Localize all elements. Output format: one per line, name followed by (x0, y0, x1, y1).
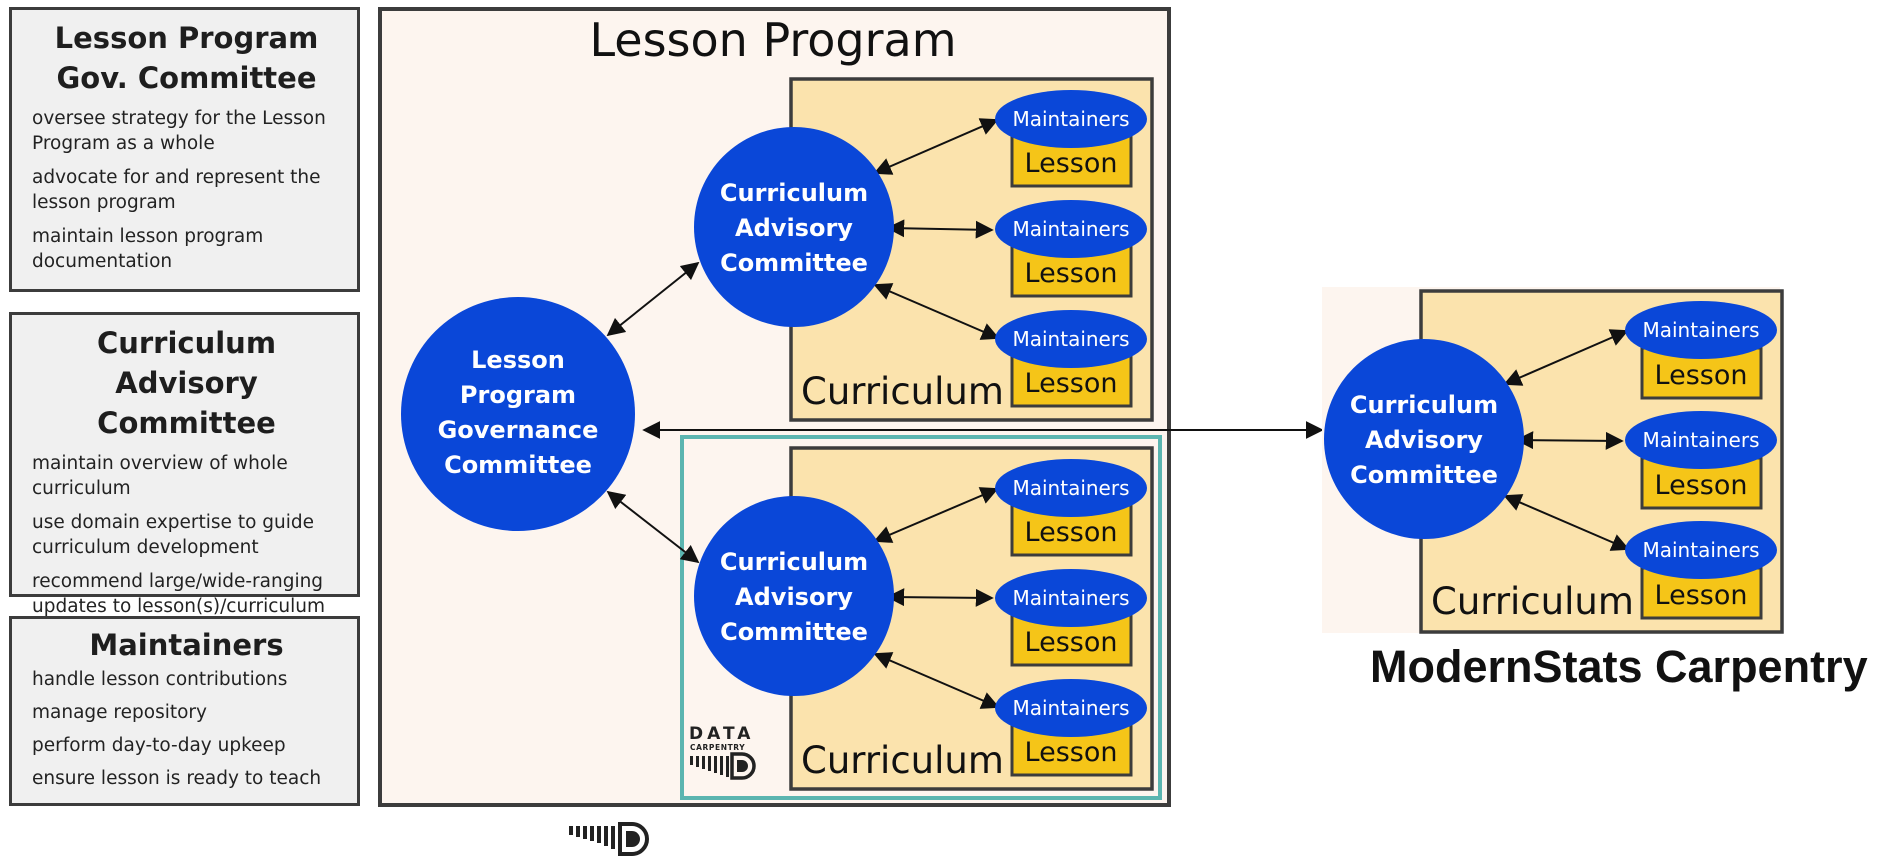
node-label-line: Curriculum (1350, 391, 1498, 419)
maintainers-label: Maintainers (1012, 107, 1129, 131)
curriculum-advisory-node: Curriculum Advisory Committee (694, 496, 894, 696)
curriculum-label: Curriculum (801, 370, 1004, 413)
maintainer-lesson-group: Lesson Maintainers (1625, 301, 1777, 400)
maintainer-lesson-group: Lesson Maintainers (995, 310, 1147, 408)
maintainers-label: Maintainers (1642, 538, 1759, 562)
node-label-line: Committee (444, 451, 592, 479)
role-title-line: Lesson Program (54, 21, 319, 55)
maintainers-label: Maintainers (1012, 217, 1129, 241)
maintainers-label: Maintainers (1012, 696, 1129, 720)
node-label-line: Governance (438, 416, 599, 444)
role-duty: maintain lesson program documentation (32, 226, 264, 272)
role-duty: recommend large/wide-ranging updates to … (32, 571, 326, 617)
maintainers-label: Maintainers (1012, 327, 1129, 351)
node-label-line: Committee (1350, 461, 1498, 489)
maintainers-label: Maintainers (1012, 476, 1129, 500)
relationship-arrows (606, 118, 1324, 709)
data-carpentry-logo-icon: DATA CARPENTRY (689, 724, 756, 780)
node-label-line: Committee (720, 618, 868, 646)
logo-text: DATA (689, 724, 754, 744)
role-duty: handle lesson contributions (32, 669, 288, 690)
role-duty: perform day-to-day upkeep (32, 735, 286, 756)
role-box-maintainers: Maintainers handle lesson contributions … (9, 616, 360, 806)
node-label-line: Committee (720, 249, 868, 277)
curriculum-label: Curriculum (1431, 580, 1634, 623)
role-title: Maintainers (89, 628, 284, 662)
node-label-line: Advisory (735, 583, 853, 611)
lesson-label: Lesson (1655, 470, 1748, 501)
role-duties-list: oversee strategy for the Lesson Program … (32, 106, 341, 274)
role-duty: ensure lesson is ready to teach (32, 768, 322, 789)
maintainers-label: Maintainers (1642, 428, 1759, 452)
lesson-label: Lesson (1025, 737, 1118, 768)
role-box-lesson-program-governance: Lesson Program Gov. Committee oversee st… (9, 7, 360, 292)
carpentries-logo-icon (569, 822, 649, 856)
lesson-label: Lesson (1025, 517, 1118, 548)
node-label-line: Curriculum (720, 179, 868, 207)
maintainer-lesson-group: Lesson Maintainers (995, 569, 1147, 667)
curriculum-advisory-node: Curriculum Advisory Committee (694, 127, 894, 327)
role-title: Lesson Program Gov. Committee (32, 18, 341, 98)
maintainer-lesson-group: Lesson Maintainers (995, 679, 1147, 777)
lesson-label: Lesson (1655, 360, 1748, 391)
lesson-label: Lesson (1655, 580, 1748, 611)
role-duty: manage repository (32, 702, 207, 723)
logo-text: CARPENTRY (690, 743, 745, 752)
role-duty: oversee strategy for the Lesson Program … (32, 108, 326, 154)
maintainers-label: Maintainers (1642, 318, 1759, 342)
curriculum-label: Curriculum (801, 739, 1004, 782)
node-label-line: Lesson (471, 346, 565, 374)
role-title-line: Curriculum (96, 326, 277, 360)
node-label-line: Advisory (1365, 426, 1483, 454)
lesson-label: Lesson (1025, 148, 1118, 179)
role-title-line: Advisory Committee (97, 366, 276, 440)
lesson-label: Lesson (1025, 627, 1118, 658)
role-duty: use domain expertise to guide curriculum… (32, 512, 315, 558)
node-label-line: Program (460, 381, 576, 409)
role-duties-list: handle lesson contributions manage repos… (32, 667, 341, 791)
role-box-curriculum-advisory: Curriculum Advisory Committee maintain o… (9, 312, 360, 617)
lesson-program-title: Lesson Program (589, 13, 956, 67)
node-label-line: Advisory (735, 214, 853, 242)
curriculum-advisory-node: Curriculum Advisory Committee (1324, 339, 1524, 539)
lesson-label: Lesson (1025, 258, 1118, 289)
maintainers-label: Maintainers (1012, 586, 1129, 610)
maintainer-lesson-group: Lesson Maintainers (1625, 411, 1777, 510)
role-title: Curriculum Advisory Committee (32, 323, 341, 443)
maintainer-lesson-group: Lesson Maintainers (995, 200, 1147, 298)
lesson-program-governance-node: Lesson Program Governance Committee (401, 297, 635, 531)
role-duties-list: maintain overview of whole curriculum us… (32, 451, 341, 619)
lesson-label: Lesson (1025, 368, 1118, 399)
maintainer-lesson-group: Lesson Maintainers (995, 459, 1147, 557)
role-duty: advocate for and represent the lesson pr… (32, 167, 321, 213)
role-duty: maintain overview of whole curriculum (32, 453, 288, 499)
maintainer-lesson-group: Lesson Maintainers (995, 90, 1147, 188)
node-label-line: Curriculum (720, 548, 868, 576)
role-title-line: Gov. Committee (56, 61, 317, 95)
modernstats-carpentry-label: ModernStats Carpentry (1370, 641, 1868, 692)
maintainer-lesson-group: Lesson Maintainers (1625, 521, 1777, 620)
relationship-arrows (1503, 329, 1630, 551)
